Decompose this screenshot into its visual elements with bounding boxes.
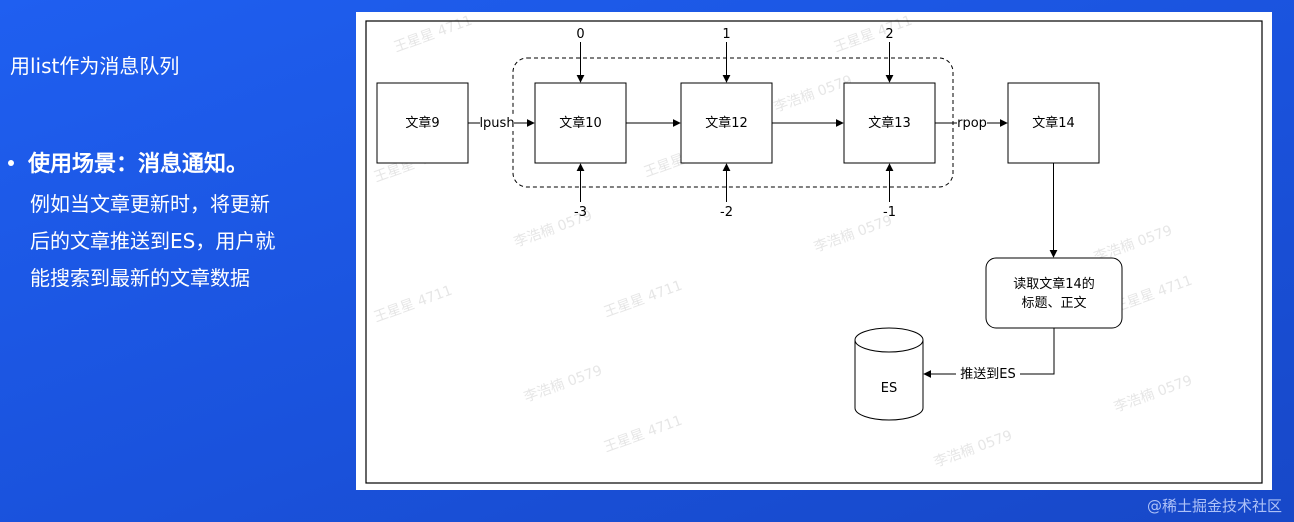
node-label: 文章12	[705, 115, 748, 131]
node-label: ES	[881, 381, 897, 396]
edge-label-lpush: lpush	[479, 116, 514, 131]
node-es-database: ES	[854, 327, 924, 421]
watermark-text: 王星星 4711	[1112, 273, 1195, 316]
index-label-top: 1	[722, 27, 730, 42]
node-article13: 文章13	[843, 82, 936, 164]
node-article10: 文章10	[534, 82, 627, 164]
watermark-layer: 王星星 4711 王星星 4711 李浩楠 0579 王星星 4711 王星星 …	[372, 13, 1195, 471]
edge-label-rpop: rpop	[957, 116, 987, 131]
index-label-bottom: -2	[720, 205, 733, 220]
edge-label-push-es: 推送到ES	[960, 367, 1015, 382]
watermark-text: 王星星 4711	[602, 278, 685, 321]
node-read-article: 读取文章14的 标题、正文	[985, 257, 1123, 329]
watermark-text: 王星星 4711	[372, 283, 455, 326]
edge-label-bg	[480, 115, 514, 131]
bullet-body-line: 后的文章推送到ES，用户就	[30, 229, 276, 253]
node-article14: 文章14	[1007, 82, 1100, 164]
watermark-text: 王星星 4711	[392, 13, 475, 56]
bullet-row: 使用场景：消息通知。	[8, 146, 348, 178]
watermark-text: 李浩楠 0579	[522, 363, 605, 406]
watermark-text: 王星星 4711	[602, 413, 685, 456]
watermark-text: 李浩楠 0579	[932, 428, 1015, 471]
bullet-body: 例如当文章更新时，将更新 后的文章推送到ES，用户就 能搜索到最新的文章数据	[30, 186, 348, 297]
watermark-text: 李浩楠 0579	[772, 73, 855, 116]
index-label-bottom: -1	[883, 205, 896, 220]
diagram-frame	[365, 20, 1263, 484]
node-label: 文章14	[1032, 115, 1075, 131]
node-article12: 文章12	[680, 82, 773, 164]
node-label: 文章13	[868, 115, 911, 131]
slide-heading: 用list作为消息队列	[10, 54, 180, 78]
index-label-bottom: -3	[574, 205, 587, 220]
index-label-top: 0	[576, 27, 584, 42]
node-label: 文章9	[405, 115, 439, 131]
bullet-block: 使用场景：消息通知。 例如当文章更新时，将更新 后的文章推送到ES，用户就 能搜…	[8, 146, 348, 297]
diagram-panel: 王星星 4711 王星星 4711 李浩楠 0579 王星星 4711 王星星 …	[356, 12, 1272, 490]
edge-label-bg	[957, 115, 987, 131]
bullet-body-line: 能搜索到最新的文章数据	[30, 266, 250, 290]
node-label: 标题、正文	[1021, 296, 1086, 311]
bullet-body-line: 例如当文章更新时，将更新	[30, 192, 270, 216]
watermark-text: 李浩楠 0579	[1112, 373, 1195, 416]
bullet-dot-icon	[8, 160, 14, 166]
index-label-top: 2	[885, 27, 893, 42]
edge-label-bg	[956, 365, 1020, 382]
node-article9: 文章9	[376, 82, 469, 164]
bullet-title: 使用场景：消息通知。	[28, 152, 249, 177]
footer-watermark: @稀土掘金技术社区	[1146, 497, 1282, 515]
flow-diagram: 王星星 4711 王星星 4711 李浩楠 0579 王星星 4711 王星星 …	[365, 13, 1263, 484]
node-label: 读取文章14的	[1013, 276, 1095, 292]
node-label: 文章10	[559, 115, 602, 131]
watermark-text: 王星星 4711	[832, 13, 915, 56]
